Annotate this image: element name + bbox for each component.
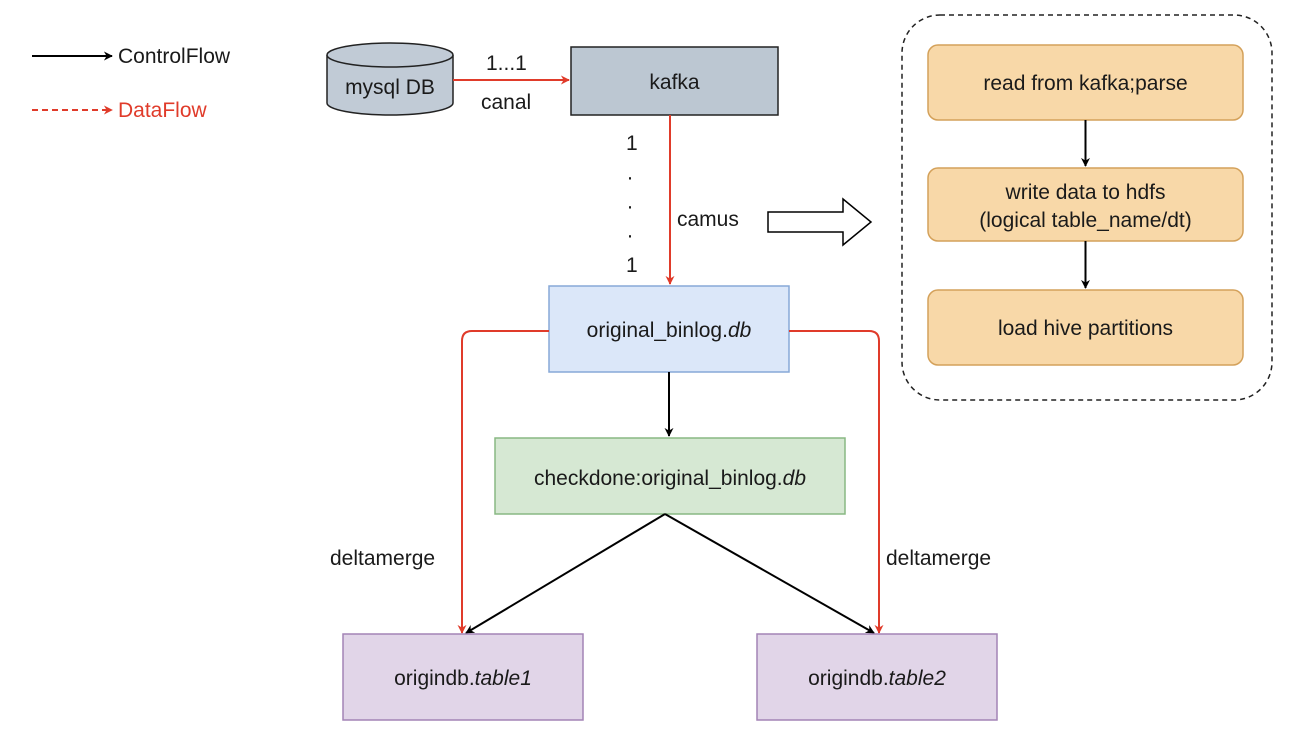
table2-label-main: origindb.: [808, 667, 889, 690]
mysql-db-node: mysql DB: [326, 42, 454, 116]
kafka-card-dot: ·: [627, 195, 634, 218]
binlog-box: [548, 285, 790, 373]
camus-step-label: write data to hdfs: [1005, 181, 1166, 204]
edge-binlog-to-table2: [789, 330, 884, 634]
camus-label: camus: [677, 208, 739, 231]
kafka-box: [570, 46, 779, 116]
camus-step: read from kafka;parse: [927, 44, 1244, 121]
table2-label-italic: table2: [889, 667, 947, 690]
kafka-card-dot: ·: [627, 224, 634, 247]
binlog-label-main: original_binlog.: [587, 319, 728, 342]
checkdone-label-main: checkdone:original_binlog.: [534, 467, 783, 490]
legend: ControlFlow DataFlow: [32, 45, 231, 122]
table1-label-italic: table1: [475, 667, 532, 690]
table1-label-main: origindb.: [394, 667, 475, 690]
table2-node: origindb.table2: [756, 633, 998, 721]
kafka-card-dot: ·: [627, 166, 634, 189]
checkdone-node: checkdone:original_binlog.db: [494, 437, 846, 515]
table1-box: [342, 633, 584, 721]
kafka-card-top: 1: [626, 132, 638, 155]
deltamerge-left-label: deltamerge: [330, 547, 435, 570]
binlog-label: original_binlog.db: [587, 319, 752, 342]
checkdone-label: checkdone:original_binlog.db: [534, 467, 806, 490]
camus-step-label: (logical table_name/dt): [979, 209, 1191, 232]
camus-step-box: [927, 289, 1244, 366]
camus-expand-arrow: [767, 197, 873, 247]
checkdone-label-italic: db: [783, 467, 807, 490]
mysql-db-body: [326, 55, 454, 116]
table2-box: [756, 633, 998, 721]
camus-step-label: read from kafka;parse: [983, 72, 1187, 95]
kafka-node: kafka: [570, 46, 779, 116]
edge-mysql-kafka-cardinality: 1...1: [486, 52, 527, 75]
camus-step-label: load hive partitions: [998, 317, 1173, 340]
kafka-label: kafka: [649, 71, 700, 94]
camus-step: write data to hdfs (logical table_name/d…: [927, 167, 1244, 242]
mysql-db-label: mysql DB: [345, 76, 435, 99]
table2-label: origindb.table2: [808, 667, 946, 690]
mysql-db-top: [326, 42, 454, 68]
camus-steps-container: [901, 14, 1273, 401]
edge-binlog-to-table1: [457, 330, 549, 634]
binlog-node: original_binlog.db: [548, 285, 790, 373]
deltamerge-right-label: deltamerge: [886, 547, 991, 570]
table1-label: origindb.table1: [394, 667, 532, 690]
legend-data-label: DataFlow: [118, 99, 208, 122]
edge-checkdone-to-table2: [664, 513, 875, 634]
legend-control-label: ControlFlow: [118, 45, 231, 68]
edge-checkdone-to-table1: [465, 513, 666, 634]
camus-step: load hive partitions: [927, 289, 1244, 366]
edge-mysql-kafka-label: canal: [481, 91, 531, 114]
binlog-label-italic: db: [728, 319, 752, 342]
table1-node: origindb.table1: [342, 633, 584, 721]
checkdone-box: [494, 437, 846, 515]
kafka-card-bottom: 1: [626, 254, 638, 277]
